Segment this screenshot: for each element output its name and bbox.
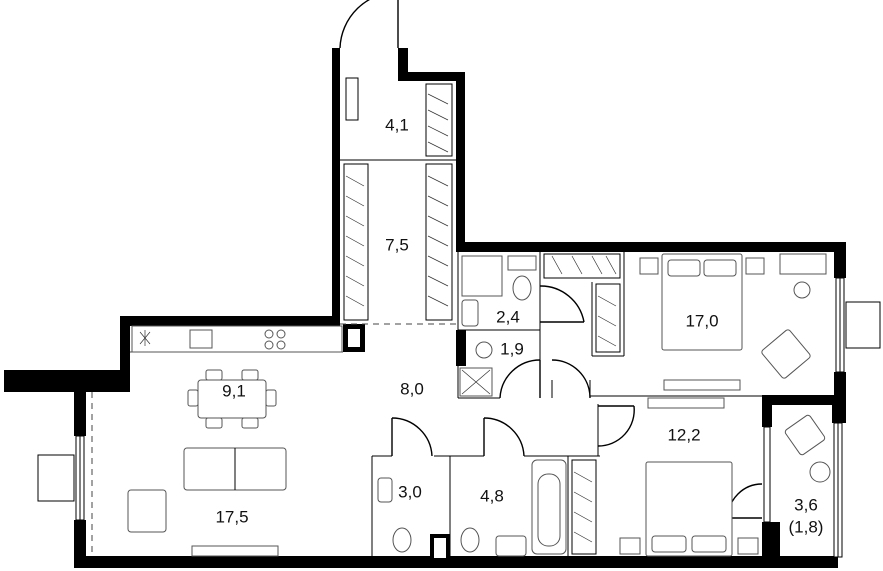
room-labels: 4,1 7,5 9,1 8,0 17,5 2,4 1,9 17,0 12,2 3… <box>215 115 823 536</box>
entry-door <box>339 0 399 49</box>
area-bathroom: 4,8 <box>480 486 504 505</box>
area-hall: 8,0 <box>400 379 424 398</box>
furniture <box>127 253 831 557</box>
area-balcony: 3,6 <box>794 495 818 514</box>
wardrobes <box>343 77 621 555</box>
area-laundry: 1,9 <box>500 339 524 358</box>
area-toilet: 3,0 <box>398 482 422 501</box>
area-vestibule: 4,1 <box>385 115 409 134</box>
area-living-room: 17,5 <box>215 507 248 526</box>
area-kitchen-dining: 9,1 <box>222 381 246 400</box>
area-bathroom-small: 2,4 <box>496 307 520 326</box>
area-bedroom-second: 12,2 <box>667 425 700 444</box>
area-corridor-upper: 7,5 <box>385 235 409 254</box>
outer-walls <box>4 48 846 568</box>
windows <box>37 277 881 558</box>
area-balcony-sub: (1,8) <box>789 517 824 536</box>
area-bedroom-main: 17,0 <box>685 311 718 330</box>
